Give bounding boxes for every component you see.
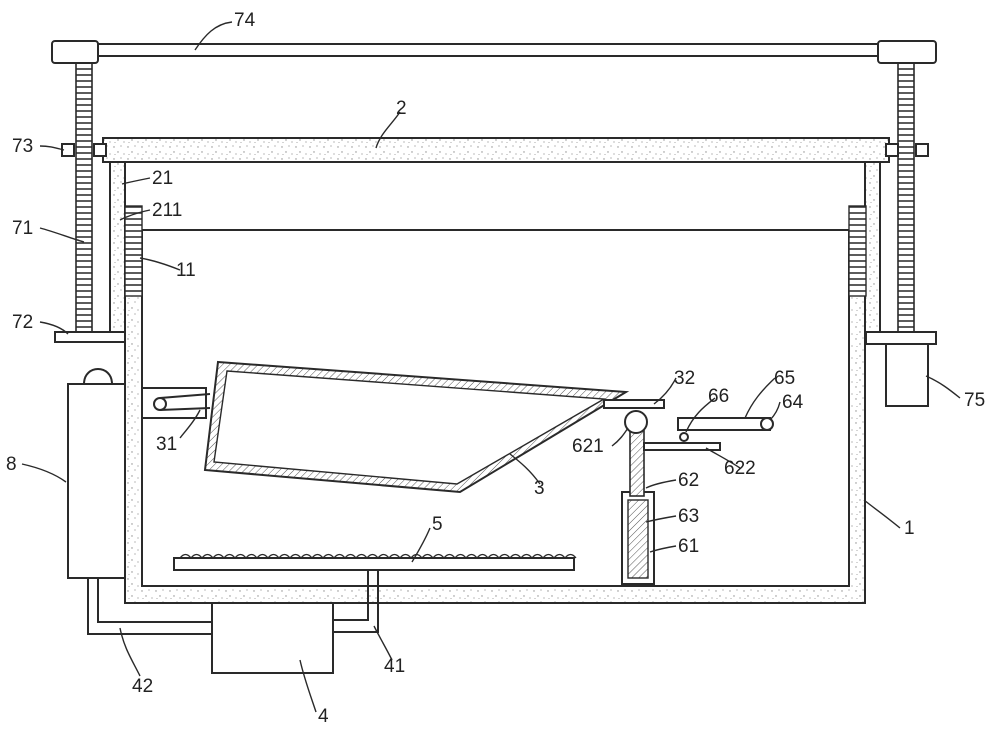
label-64: 64 xyxy=(782,392,804,413)
label-61: 61 xyxy=(678,536,699,557)
label-41: 41 xyxy=(384,656,405,677)
nut-73 xyxy=(61,143,929,157)
hinge-31 xyxy=(141,387,211,419)
label-63: 63 xyxy=(678,506,699,527)
label-62: 62 xyxy=(678,470,699,491)
label-72: 72 xyxy=(12,312,33,333)
motor-75 xyxy=(885,343,929,407)
label-11: 11 xyxy=(176,260,196,281)
bracket-72 xyxy=(54,331,937,345)
lever-32 xyxy=(603,399,665,409)
label-4: 4 xyxy=(318,706,329,727)
label-74: 74 xyxy=(234,10,256,31)
label-5: 5 xyxy=(432,514,443,535)
belt-74 xyxy=(51,40,937,64)
tank-8 xyxy=(67,368,126,579)
label-66: 66 xyxy=(708,386,729,407)
basket-3 xyxy=(203,360,630,494)
roller-621 xyxy=(624,410,648,434)
label-71: 71 xyxy=(12,218,33,239)
label-2: 2 xyxy=(396,98,407,119)
label-8: 8 xyxy=(6,454,17,475)
label-75: 75 xyxy=(964,390,985,411)
label-31: 31 xyxy=(156,434,177,455)
rack-211 xyxy=(124,205,867,297)
leader-lines xyxy=(21,21,961,713)
pipe-41 xyxy=(333,570,379,633)
nozzle-row xyxy=(179,553,577,559)
numerals: 74 2 73 21 211 71 11 72 8 31 32 3 621 66… xyxy=(6,10,985,727)
label-622: 622 xyxy=(724,458,756,479)
arm-622 xyxy=(643,442,721,451)
label-621: 621 xyxy=(572,436,604,457)
contact-66 xyxy=(679,432,689,442)
label-73: 73 xyxy=(12,136,33,157)
spring-63 xyxy=(627,499,649,579)
plate-65 xyxy=(677,417,771,431)
pipe-42 xyxy=(87,578,212,635)
pump-4 xyxy=(211,602,334,674)
label-1: 1 xyxy=(904,518,915,539)
label-32: 32 xyxy=(674,368,695,389)
lid-skirt-21 xyxy=(109,161,881,333)
label-3: 3 xyxy=(534,478,545,499)
label-21: 21 xyxy=(152,168,173,189)
lid-2 xyxy=(102,137,890,163)
label-65: 65 xyxy=(774,368,795,389)
label-211: 211 xyxy=(152,200,182,221)
pivot-64 xyxy=(760,417,774,431)
spray-plate-5 xyxy=(173,553,577,571)
label-42: 42 xyxy=(132,676,153,697)
screw-rod-71 xyxy=(75,61,915,333)
rod-62 xyxy=(629,429,645,497)
